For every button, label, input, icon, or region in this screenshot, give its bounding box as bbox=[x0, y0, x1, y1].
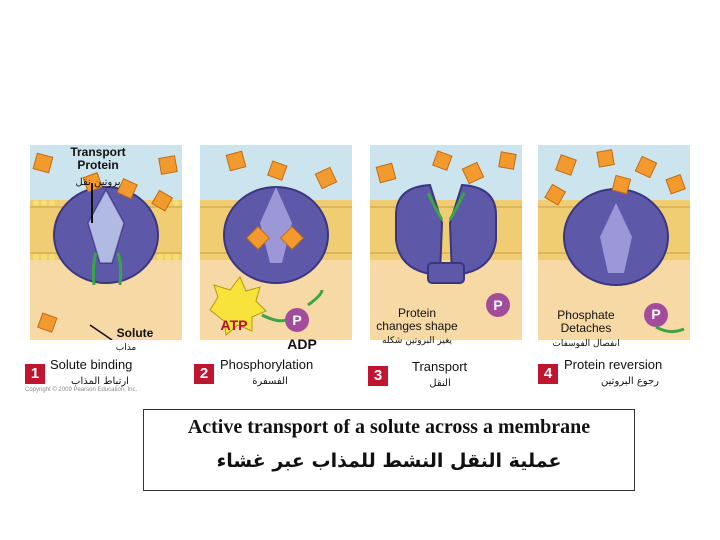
panel-1-illustration bbox=[30, 145, 182, 340]
panel-2-illustration bbox=[200, 145, 352, 340]
atp-label: ATP bbox=[220, 317, 248, 333]
panel-protein-reversion bbox=[538, 145, 690, 340]
solute-particles bbox=[375, 150, 517, 185]
step-badge-4: 4 bbox=[538, 364, 558, 384]
step-4-name-ar: رجوع البروتين bbox=[601, 376, 659, 387]
transport-protein-shape bbox=[563, 188, 669, 286]
step-1-name: Solute binding bbox=[50, 357, 133, 372]
phosphate-circle bbox=[285, 308, 309, 332]
transport-protein-shape bbox=[53, 186, 159, 284]
copyright-text: Copyright © 2009 Pearson Education, Inc. bbox=[25, 387, 138, 393]
panel-4-illustration bbox=[538, 145, 690, 340]
step-badge-1: 1 bbox=[25, 364, 45, 384]
label-protein-changes-shape: Protein changes shape bbox=[376, 306, 458, 334]
panel-phosphorylation bbox=[200, 145, 352, 340]
caption-title: Active transport of a solute across a me… bbox=[187, 416, 591, 438]
phosphate-circle-4 bbox=[644, 303, 668, 327]
label-transport-protein-ar: بروتين نقل bbox=[75, 177, 121, 188]
solute-pointer-line bbox=[89, 324, 113, 340]
step-3-name: Transport bbox=[412, 359, 468, 374]
phosphate-p-label-2: P bbox=[292, 312, 302, 328]
solute-particles bbox=[544, 149, 686, 206]
transport-protein-shape bbox=[223, 186, 329, 284]
label-solute-ar: مذاب bbox=[115, 343, 137, 353]
caption-title-ar: عملية النقل النشط للمذاب عبر غشاء bbox=[216, 450, 562, 472]
transport-arrows bbox=[426, 192, 466, 221]
step-2-name: Phosphorylation bbox=[220, 357, 314, 372]
label-transport-protein: Transport Protein bbox=[70, 145, 126, 173]
label-protein-changes-shape-ar: يغير البروتين شكله bbox=[382, 336, 452, 346]
phosphate-p-label-4: P bbox=[651, 306, 661, 322]
phosphate-to-protein-arrow bbox=[307, 289, 324, 307]
caption-box: Active transport of a solute across a me… bbox=[143, 409, 635, 491]
phosphate-detach-arrow bbox=[655, 325, 685, 334]
panel-transport bbox=[370, 145, 522, 340]
transport-protein-shape bbox=[395, 183, 497, 284]
phosphate-arrow bbox=[261, 313, 287, 323]
step-2-name-ar: الفسفرة bbox=[252, 376, 288, 387]
label-phosphate-detaches: Phosphate Detaches bbox=[557, 308, 615, 336]
step-badge-2: 2 bbox=[194, 364, 214, 384]
label-phosphate-detaches-ar: انفصال الفوسفات bbox=[552, 339, 620, 349]
label-solute: Solute bbox=[116, 326, 154, 340]
atp-burst bbox=[209, 276, 267, 336]
panel-3-illustration bbox=[370, 145, 522, 340]
step-badge-3: 3 bbox=[368, 366, 388, 386]
binding-arrows bbox=[91, 252, 123, 286]
phosphate-p-label-3: P bbox=[493, 297, 503, 313]
phosphate-circle-3 bbox=[486, 293, 510, 317]
solute-particles bbox=[32, 152, 178, 333]
solute-particles bbox=[225, 150, 338, 251]
step-4-name: Protein reversion bbox=[564, 357, 663, 372]
panel-solute-binding bbox=[30, 145, 182, 340]
step-3-name-ar: النقل bbox=[429, 378, 451, 389]
step-1-name-ar: ارتباط المذاب bbox=[71, 376, 129, 387]
adp-label: ADP bbox=[287, 336, 317, 352]
